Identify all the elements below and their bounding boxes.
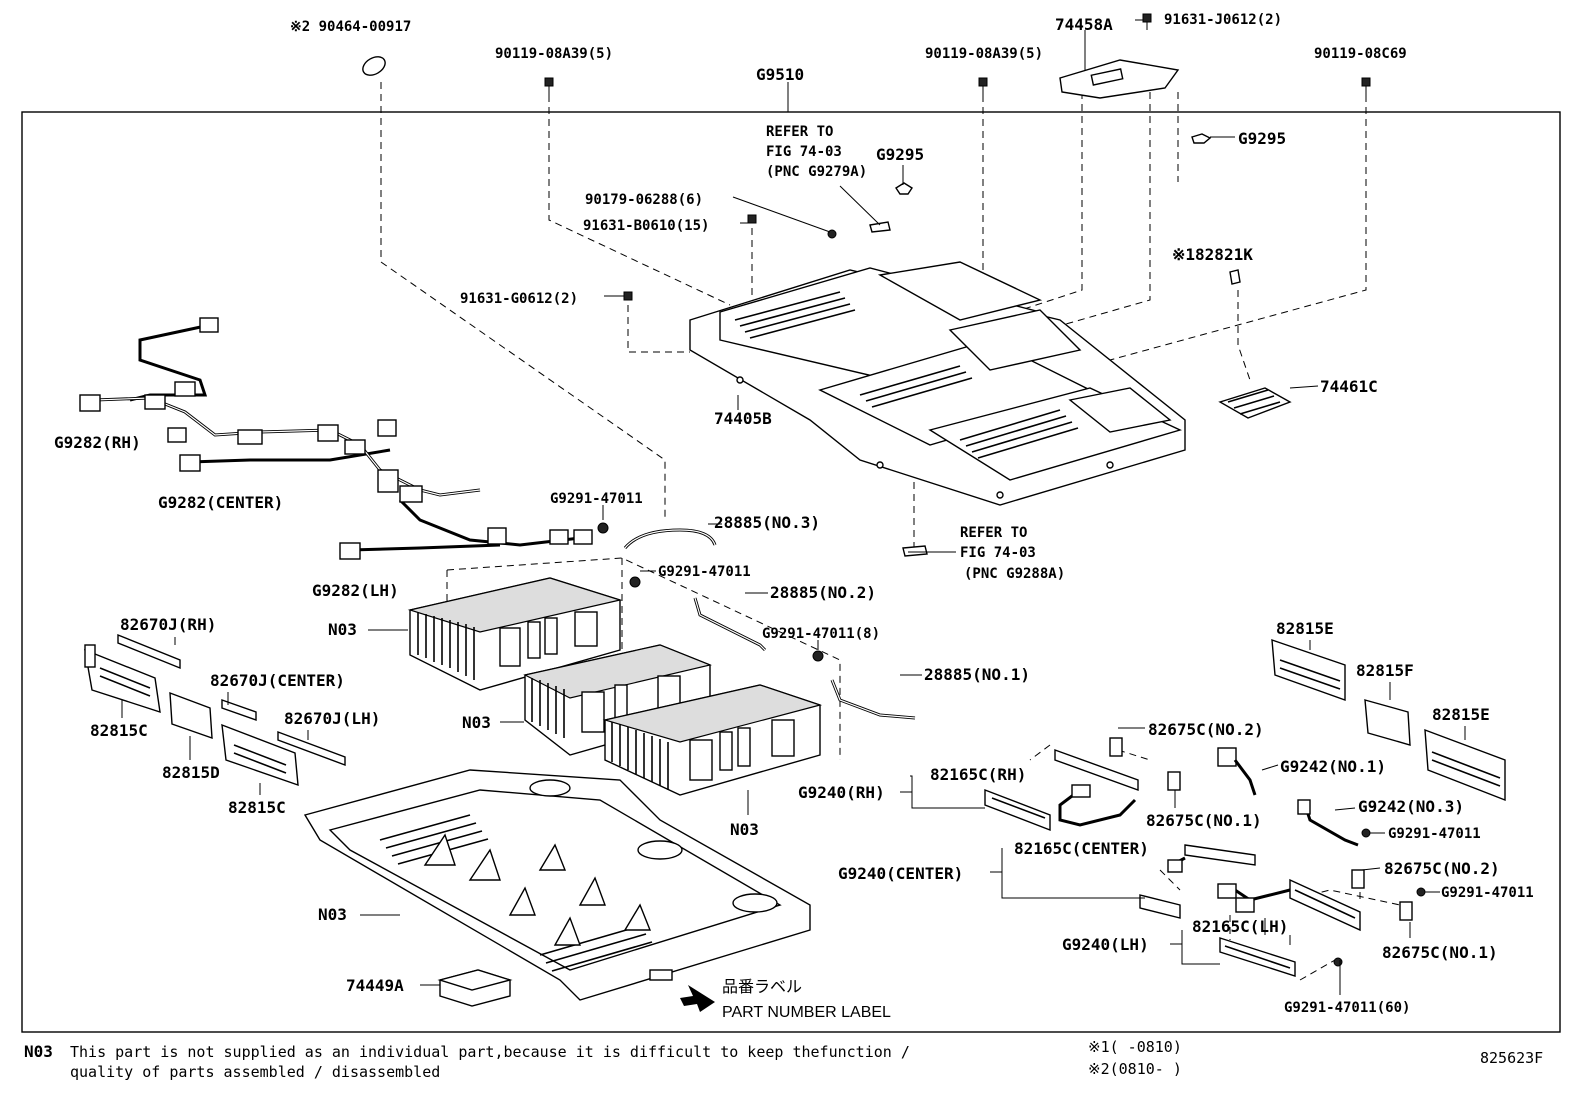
- label-82675c-no2-b: 82675C(NO.2): [1384, 859, 1500, 878]
- footnote-ref2: ※2(0810- ): [1088, 1060, 1182, 1078]
- label-90464: ※2 90464-00917: [290, 19, 411, 35]
- label-82815c-b: 82815C: [228, 798, 286, 817]
- footnote-line1: This part is not supplied as an individu…: [70, 1043, 910, 1061]
- terminal-covers-right: [1271, 638, 1506, 802]
- label-g9291-c: G9291-47011(8): [762, 626, 880, 642]
- footnote-code: N03: [24, 1042, 53, 1061]
- label-28885-no2: 28885(NO.2): [770, 583, 876, 602]
- footnote: N03 This part is not supplied as an indi…: [24, 1038, 1543, 1081]
- label-90179-06288: 90179-06288(6): [585, 192, 703, 208]
- label-refer1-line3: (PNC G9279A): [766, 164, 867, 180]
- label-82165c-rh: 82165C(RH): [930, 765, 1026, 784]
- label-82165c-center: 82165C(CENTER): [1014, 839, 1149, 858]
- label-82670j-lh: 82670J(LH): [284, 709, 380, 728]
- label-90119-08a39-b: 90119-08A39(5): [925, 46, 1043, 62]
- insulator-74461c: [1218, 387, 1292, 419]
- label-g9291-e: G9291-47011: [1441, 885, 1534, 901]
- label-g9291-a: G9291-47011: [550, 491, 643, 507]
- wire-harness-g9282: [79, 317, 593, 560]
- label-g9240-lh: G9240(LH): [1062, 935, 1149, 954]
- arrow-icon: [680, 985, 715, 1012]
- label-82675c-no1-b: 82675C(NO.1): [1382, 943, 1498, 962]
- label-n03-a: N03: [328, 620, 357, 639]
- label-part-number-jp: 品番ラベル: [722, 978, 802, 996]
- label-refer2-line1: REFER TO: [960, 525, 1027, 541]
- lower-battery-tray: [303, 769, 811, 1001]
- upper-battery-case: [689, 261, 1186, 506]
- leader-lines: [121, 19, 1466, 995]
- battery-module-1: [407, 577, 623, 691]
- label-74405b: 74405B: [714, 409, 772, 428]
- label-g9242-no1: G9242(NO.1): [1280, 757, 1386, 776]
- footnote-ref1: ※1( -0810): [1088, 1038, 1182, 1056]
- label-82815e-a: 82815E: [1276, 619, 1334, 638]
- label-82670j-rh: 82670J(RH): [120, 615, 216, 634]
- label-82165c-lh: 82165C(LH): [1192, 917, 1288, 936]
- label-n03-d: N03: [318, 905, 347, 924]
- label-g9282-lh: G9282(LH): [312, 581, 399, 600]
- label-74458a: 74458A: [1055, 15, 1113, 34]
- label-82815e-b: 82815E: [1432, 705, 1490, 724]
- label-28885-no3: 28885(NO.3): [714, 513, 820, 532]
- label-g9282-center: G9282(CENTER): [158, 493, 283, 512]
- label-g9242-no3: G9242(NO.3): [1358, 797, 1464, 816]
- label-refer1-line2: FIG 74-03: [766, 144, 842, 160]
- label-g9295-b: G9295: [1238, 129, 1286, 148]
- label-part-number: PART NUMBER LABEL: [722, 1004, 891, 1021]
- label-g9240-center: G9240(CENTER): [838, 864, 963, 883]
- bus-bars-28885: [623, 528, 916, 720]
- label-g9240-rh: G9240(RH): [798, 783, 885, 802]
- label-82815c-a: 82815C: [90, 721, 148, 740]
- label-82670j-center: 82670J(CENTER): [210, 671, 345, 690]
- label-74449a: 74449A: [346, 976, 404, 995]
- clamp-icon: [362, 56, 386, 76]
- part-labels: G9510 ※2 90464-00917 90119-08A39(5) 9011…: [54, 12, 1534, 1021]
- label-82815f: 82815F: [1356, 661, 1414, 680]
- label-refer2-line2: FIG 74-03: [960, 545, 1036, 561]
- terminal-covers-left: [84, 633, 346, 787]
- label-g9291-f: G9291-47011(60): [1284, 1000, 1410, 1016]
- label-91631-j0612: 91631-J0612(2): [1164, 12, 1282, 28]
- alignment-lines: [380, 82, 1401, 981]
- bus-bar-modules-right: [984, 737, 1413, 977]
- label-n03-c: N03: [730, 820, 759, 839]
- label-g9282-rh: G9282(RH): [54, 433, 141, 452]
- label-28885-no1: 28885(NO.1): [924, 665, 1030, 684]
- label-refer1-line1: REFER TO: [766, 124, 833, 140]
- label-82675c-no1-a: 82675C(NO.1): [1146, 811, 1262, 830]
- label-g9291-b: G9291-47011: [658, 564, 751, 580]
- footnote-line2: quality of parts assembled / disassemble…: [70, 1063, 440, 1081]
- label-82821k: ※182821K: [1172, 245, 1253, 264]
- label-82815d: 82815D: [162, 763, 220, 782]
- diagram-id: 825623F: [1480, 1049, 1543, 1067]
- label-n03-b: N03: [462, 713, 491, 732]
- bolt-icons: [544, 13, 1426, 967]
- label-g9295-a: G9295: [876, 145, 924, 164]
- label-74461c: 74461C: [1320, 377, 1378, 396]
- label-82675c-no2-a: 82675C(NO.2): [1148, 720, 1264, 739]
- label-refer2-line3: (PNC G9288A): [964, 566, 1065, 582]
- label-91631-g0612: 91631-G0612(2): [460, 291, 578, 307]
- label-g9291-d: G9291-47011: [1388, 826, 1481, 842]
- assembly-frame: [21, 111, 1561, 1033]
- label-91631-b0610: 91631-B0610(15): [583, 218, 709, 234]
- label-g9510: G9510: [756, 65, 804, 84]
- battery-module-3: [602, 684, 823, 796]
- label-90119-08c69: 90119-08C69: [1314, 46, 1407, 62]
- label-90119-08a39-a: 90119-08A39(5): [495, 46, 613, 62]
